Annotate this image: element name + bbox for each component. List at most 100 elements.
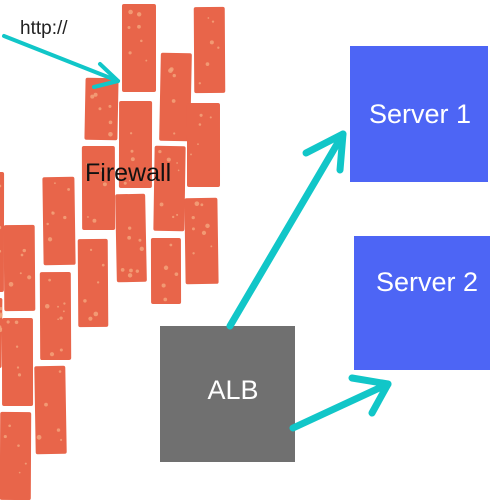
- brick-speckle: [171, 99, 176, 103]
- brick-speckle: [62, 310, 65, 313]
- http-label: http://: [20, 18, 68, 39]
- brick-speckle: [19, 272, 22, 275]
- firewall-brick: [81, 145, 116, 231]
- firewall-brick: [193, 6, 226, 94]
- brick-speckle: [14, 320, 19, 325]
- firewall-brick: [1, 317, 34, 407]
- brick-speckle: [176, 213, 179, 216]
- brick-speckle: [108, 120, 113, 125]
- brick-speckle: [123, 181, 127, 185]
- brick-speckle: [3, 434, 7, 439]
- brick-speckle: [44, 402, 48, 407]
- brick-speckle: [207, 17, 210, 19]
- brick-speckle: [130, 149, 134, 153]
- brick-speckle: [161, 283, 166, 288]
- brick-speckle: [15, 345, 19, 348]
- firewall-brick: [186, 102, 221, 188]
- brick-speckle: [86, 162, 89, 166]
- brick-speckle: [108, 132, 113, 137]
- brick-speckle: [86, 216, 89, 218]
- brick-speckle: [169, 67, 174, 72]
- brick-speckle: [60, 438, 63, 442]
- brick-speckle: [90, 94, 95, 99]
- firewall-brick: [150, 237, 182, 305]
- brick-speckle: [140, 39, 143, 43]
- brick-speckle: [18, 471, 21, 474]
- brick-speckle: [63, 302, 66, 305]
- server-2-box: [354, 236, 490, 370]
- brick-speckle: [54, 182, 56, 185]
- brick-speckle: [128, 226, 132, 230]
- brick-speckle: [83, 299, 87, 303]
- brick-speckle: [0, 328, 3, 333]
- brick-speckle: [128, 51, 132, 55]
- brick-speckle: [137, 24, 141, 29]
- brick-speckle: [128, 9, 133, 15]
- server-1-box: [350, 46, 488, 182]
- brick-speckle: [8, 424, 11, 428]
- brick-speckle: [172, 73, 176, 78]
- brick-speckle: [205, 62, 210, 66]
- brick-speckle: [58, 370, 62, 373]
- brick-speckle: [127, 273, 133, 278]
- brick-speckle: [0, 307, 3, 311]
- brick-speckle: [138, 238, 142, 242]
- brick-speckle: [51, 211, 54, 214]
- brick-speckle: [209, 116, 212, 119]
- brick-speckle: [158, 149, 162, 154]
- firewall-wall: [0, 3, 226, 500]
- brick-speckle: [93, 92, 98, 97]
- brick-speckle: [108, 104, 112, 108]
- brick-speckle: [172, 215, 175, 219]
- brick-speckle: [63, 215, 67, 220]
- brick-speckle: [173, 132, 176, 135]
- brick-speckle: [200, 203, 204, 207]
- brick-speckle: [190, 153, 192, 156]
- firewall-label: Firewall: [85, 159, 171, 187]
- brick-speckle: [159, 202, 164, 207]
- brick-speckle: [199, 113, 203, 117]
- brick-speckle: [27, 275, 32, 280]
- brick-speckle: [57, 318, 60, 321]
- brick-speckle: [16, 366, 20, 369]
- firewall-brick: [3, 224, 36, 312]
- brick-speckle: [129, 268, 133, 273]
- brick-speckle: [191, 215, 195, 220]
- alb-box: [160, 326, 295, 462]
- brick-speckle: [48, 278, 51, 282]
- brick-speckle: [169, 243, 173, 247]
- brick-speckle: [102, 182, 107, 187]
- brick-speckle: [0, 226, 1, 230]
- brick-speckle: [127, 26, 131, 30]
- brick-speckle: [174, 272, 179, 277]
- brick-speckle: [59, 348, 63, 352]
- brick-speckle: [0, 325, 2, 328]
- brick-speckle: [135, 269, 139, 273]
- brick-speckle: [210, 245, 213, 248]
- brick-speckle: [198, 82, 202, 85]
- brick-speckle: [36, 434, 42, 440]
- alb-to-server-2-arrow: [289, 374, 392, 432]
- brick-speckle: [139, 246, 144, 251]
- brick-speckle: [47, 237, 53, 242]
- brick-speckle: [101, 263, 105, 267]
- brick-speckle: [0, 184, 2, 188]
- brick-speckle: [176, 162, 178, 164]
- firewall-brick: [118, 100, 153, 189]
- server-1-label: Server 1: [369, 99, 471, 129]
- alb-to-server-1-arrow: [226, 130, 347, 330]
- brick-speckle: [0, 312, 3, 317]
- firewall-brick: [184, 197, 219, 285]
- brick-speckle: [96, 281, 100, 284]
- brick-speckle: [44, 303, 50, 309]
- firewall-brick: [84, 77, 119, 141]
- brick-speckle: [145, 59, 148, 62]
- firewall-brick: [159, 52, 192, 142]
- firewall-brick: [0, 171, 5, 293]
- brick-speckle: [194, 201, 200, 207]
- firewall-brick: [77, 238, 109, 328]
- brick-speckle: [98, 107, 102, 111]
- brick-speckle: [191, 227, 195, 231]
- brick-speckle: [57, 305, 59, 308]
- brick-speckle: [211, 20, 215, 23]
